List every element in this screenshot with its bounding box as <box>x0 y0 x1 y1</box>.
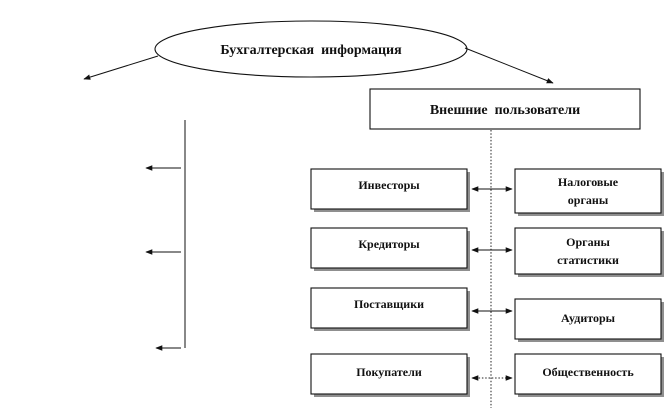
arrow-to-external-users <box>464 47 554 84</box>
user-statistics-authorities: Органы статистики <box>514 227 664 277</box>
buyers-box <box>310 353 468 395</box>
user-creditors: Кредиторы <box>310 227 470 271</box>
creditors-box <box>310 227 468 269</box>
statistics-authorities-box <box>514 227 662 275</box>
investors-box <box>310 168 468 210</box>
suppliers-label: Поставщики <box>354 297 424 311</box>
auditors-label: Аудиторы <box>561 311 616 325</box>
tax-authorities-box <box>514 168 662 214</box>
tax-authorities-label-line1: Налоговые <box>558 175 619 189</box>
creditors-label: Кредиторы <box>358 237 420 251</box>
external-users-node: Внешние пользователи <box>369 88 641 130</box>
user-investors: Инвесторы <box>310 168 470 212</box>
user-buyers: Покупатели <box>310 353 470 397</box>
user-tax-authorities: Налоговые органы <box>514 168 664 216</box>
accounting-information-node: Бухгалтерская информация <box>154 20 468 78</box>
accounting-information-label: Бухгалтерская информация <box>220 43 402 58</box>
external-users-label: Внешние пользователи <box>430 103 580 118</box>
investors-label: Инвесторы <box>358 178 420 192</box>
external-users-box <box>369 88 641 130</box>
statistics-authorities-label-line2: статистики <box>557 253 619 267</box>
tax-authorities-label-line2: органы <box>568 193 609 207</box>
statistics-authorities-label-line1: Органы <box>566 235 610 249</box>
suppliers-box <box>310 287 468 329</box>
arrow-to-internal-users <box>83 55 159 80</box>
public-box <box>514 353 662 395</box>
user-public: Общественность <box>514 353 664 397</box>
user-auditors: Аудиторы <box>514 298 664 342</box>
user-suppliers: Поставщики <box>310 287 470 331</box>
buyers-label: Покупатели <box>356 365 422 379</box>
public-label: Общественность <box>542 365 634 379</box>
auditors-box <box>514 298 662 340</box>
